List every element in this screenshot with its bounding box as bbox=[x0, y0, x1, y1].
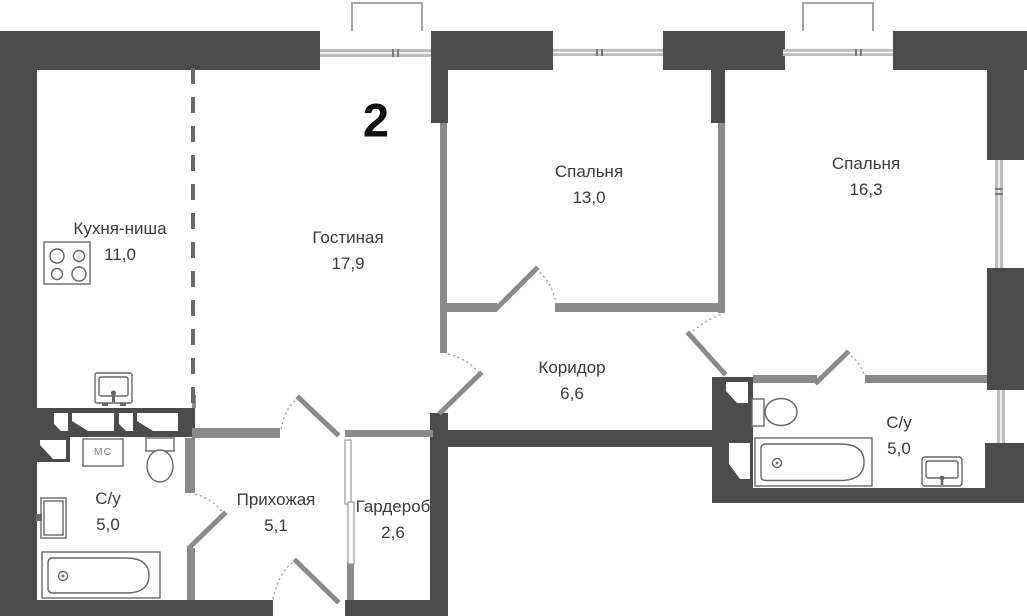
room-area: 5,0 bbox=[96, 515, 120, 534]
bathtub-icon bbox=[754, 437, 873, 487]
window-icon bbox=[320, 49, 1005, 443]
partition-walls bbox=[185, 123, 987, 600]
room-name: Кухня-ниша bbox=[73, 219, 167, 238]
door-hallway-living bbox=[280, 394, 341, 438]
room-area: 17,9 bbox=[331, 254, 365, 273]
wall bbox=[192, 428, 280, 438]
room-area: 6,6 bbox=[560, 384, 584, 403]
wall bbox=[185, 438, 195, 493]
wall bbox=[187, 548, 195, 600]
room-name: Коридор bbox=[538, 358, 606, 377]
apartment-number: 2 bbox=[362, 93, 390, 147]
wall bbox=[713, 488, 1024, 503]
wall bbox=[987, 31, 1024, 160]
wall bbox=[753, 375, 817, 383]
wall bbox=[0, 600, 273, 616]
room-label-bathroom-left: С/у 5,0 bbox=[95, 486, 121, 538]
wall bbox=[440, 123, 447, 353]
room-name: Спальня bbox=[554, 162, 624, 181]
door-bedroom-2 bbox=[685, 313, 728, 377]
washing-machine-label: МС bbox=[93, 446, 113, 458]
wall bbox=[555, 303, 725, 312]
room-name: Гостиная bbox=[312, 228, 384, 247]
wall bbox=[0, 31, 320, 70]
room-label-hallway: Прихожая 5,1 bbox=[237, 487, 316, 539]
washing-machine-icon bbox=[82, 438, 124, 467]
stove-icon bbox=[43, 241, 91, 285]
wall bbox=[0, 31, 37, 616]
washbasin-icon bbox=[36, 497, 67, 539]
room-name: Прихожая bbox=[236, 490, 316, 509]
toilet-icon bbox=[751, 397, 798, 427]
door-bathroom-left bbox=[186, 493, 228, 551]
door-entrance bbox=[272, 557, 341, 605]
door-bedroom-1 bbox=[493, 265, 557, 312]
wall bbox=[718, 123, 725, 313]
room-name: С/у bbox=[886, 413, 912, 432]
room-label-kitchen: Кухня-ниша 11,0 bbox=[73, 216, 166, 268]
wall bbox=[865, 375, 987, 383]
room-area: 11,0 bbox=[104, 245, 136, 264]
washbasin-icon bbox=[921, 456, 963, 487]
room-label-wardrobe: Гардероб 2,6 bbox=[356, 494, 431, 546]
wall bbox=[347, 562, 354, 600]
kitchen-sink-icon bbox=[94, 372, 133, 406]
door-bathroom-right bbox=[813, 349, 865, 386]
toilet-icon bbox=[145, 437, 175, 483]
room-name: Гардероб bbox=[355, 497, 431, 516]
room-area: 2,6 bbox=[381, 523, 405, 542]
room-name: С/у bbox=[95, 489, 121, 508]
wall bbox=[987, 268, 1024, 390]
wall bbox=[345, 600, 448, 616]
wall bbox=[345, 430, 433, 437]
balcony-icon bbox=[351, 2, 874, 31]
wardrobe-sliding-door bbox=[344, 439, 355, 565]
room-label-bathroom-right: С/у 5,0 bbox=[886, 410, 912, 462]
room-area: 16,3 bbox=[849, 180, 883, 199]
room-label-corridor: Коридор 6,6 bbox=[538, 355, 605, 407]
wall bbox=[431, 31, 553, 70]
room-area: 5,0 bbox=[887, 439, 911, 458]
outer-walls bbox=[0, 31, 1027, 616]
room-label-living-room: Гостиная 17,9 bbox=[312, 225, 383, 277]
room-name: Спальня bbox=[831, 154, 901, 173]
room-area: 5,1 bbox=[264, 516, 288, 535]
wall bbox=[430, 430, 713, 447]
bathtub-icon bbox=[41, 551, 161, 599]
room-area: 13,0 bbox=[572, 188, 606, 207]
wall bbox=[440, 303, 497, 312]
shaft-cutouts bbox=[40, 382, 750, 479]
wall bbox=[430, 413, 448, 613]
room-label-bedroom-1: Спальня 13,0 bbox=[555, 159, 623, 211]
room-label-bedroom-2: Спальня 16,3 bbox=[832, 151, 900, 203]
door-living-corridor bbox=[437, 353, 484, 416]
wall bbox=[711, 60, 725, 123]
wall bbox=[431, 58, 448, 123]
